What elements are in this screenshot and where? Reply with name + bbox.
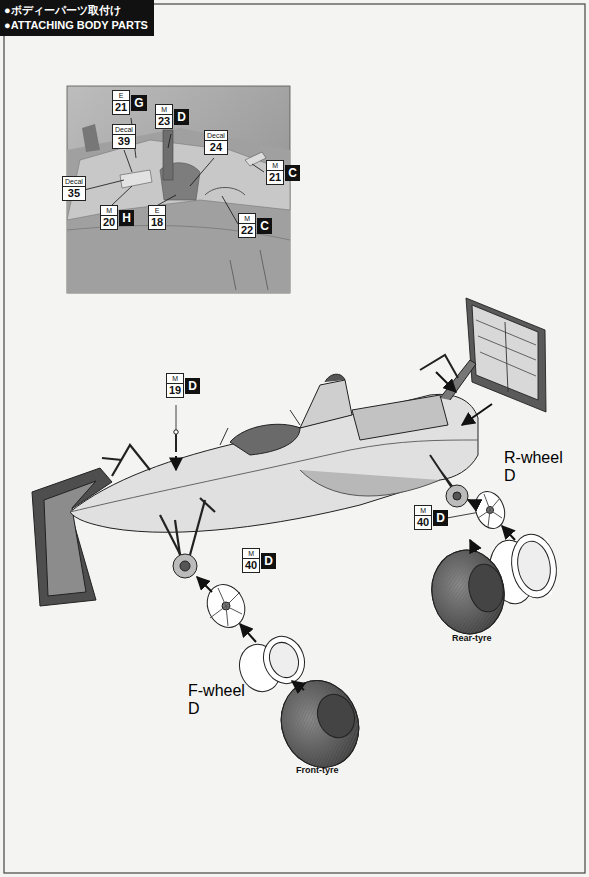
part-callout: M23D [155, 104, 189, 129]
rear-suspension [420, 355, 458, 490]
front-suspension [102, 445, 215, 558]
part-callout: R-wheelD [504, 449, 563, 485]
page-frame [4, 4, 585, 873]
part-callout: F-wheelD [188, 682, 245, 718]
sprue-letter: C [257, 218, 272, 234]
callout-box: M40 [414, 505, 432, 530]
part-number: 24 [205, 141, 227, 154]
sprue-letter: D [188, 700, 245, 718]
callout-box: M20 [100, 205, 118, 230]
part-callout: M40D [242, 548, 276, 573]
sprue-letter: C [285, 165, 300, 181]
section-header: ●ボディーパーツ取付け●ATTACHING BODY PARTS [0, 0, 154, 36]
assembly-arrows [176, 372, 515, 690]
part-code: Decal [113, 125, 135, 135]
part-code: M [267, 161, 283, 171]
part-code: Decal [205, 131, 227, 141]
rear-wing [466, 298, 546, 412]
part-number: 18 [149, 216, 165, 229]
part-code: M [243, 549, 259, 559]
part-number: 40 [415, 516, 431, 529]
pin-part [174, 430, 178, 452]
callout-box: M21 [266, 160, 284, 185]
sprue-letter: H [119, 210, 134, 226]
part-number: 40 [243, 559, 259, 572]
callout-box: M40 [242, 548, 260, 573]
part-number: 21 [113, 101, 129, 114]
sprue-letter: G [131, 95, 146, 111]
callout-box: Decal39 [112, 124, 136, 149]
callout-box: M22 [238, 213, 256, 238]
part-callout: M20H [100, 205, 134, 230]
part-code: E [149, 206, 165, 216]
callout-box: F-wheel [188, 682, 245, 700]
front-wheel-assembly [173, 554, 371, 778]
part-number: 20 [101, 216, 117, 229]
sprue-letter: D [185, 378, 200, 394]
part-code: M [156, 105, 172, 115]
part-code: F-wheel [188, 682, 245, 700]
part-code: M [167, 374, 183, 384]
part-callout: Decal39 [112, 124, 136, 149]
part-number: 19 [167, 384, 183, 397]
part-callout: M19D [166, 373, 200, 398]
part-number: 39 [113, 135, 135, 148]
callout-box: E21 [112, 90, 130, 115]
part-code: M [415, 506, 431, 516]
part-code: Decal [63, 177, 85, 187]
part-callout: E18 [148, 205, 166, 230]
callout-box: M19 [166, 373, 184, 398]
part-number: 23 [156, 115, 172, 128]
part-callout: M40D [414, 505, 448, 530]
car-body [32, 360, 478, 606]
part-code: R-wheel [504, 449, 563, 467]
part-code: M [101, 206, 117, 216]
inset-photo [67, 86, 290, 293]
part-number: 35 [63, 187, 85, 200]
callout-box: Decal24 [204, 130, 228, 155]
part-label: Rear-tyre [452, 633, 492, 643]
part-number: 22 [239, 224, 255, 237]
part-callout: Decal35 [62, 176, 86, 201]
part-number: 21 [267, 171, 283, 184]
sprue-letter: D [504, 467, 563, 485]
callout-box: E18 [148, 205, 166, 230]
part-code: M [239, 214, 255, 224]
part-callout: E21G [112, 90, 147, 115]
sprue-letter: D [261, 553, 276, 569]
part-callout: M22C [238, 213, 272, 238]
callout-box: R-wheel [504, 449, 563, 467]
rear-wheel-assembly [425, 485, 561, 640]
callout-box: Decal35 [62, 176, 86, 201]
sprue-letter: D [433, 510, 448, 526]
sprue-letter: D [174, 109, 189, 125]
callout-box: M23 [155, 104, 173, 129]
part-code: E [113, 91, 129, 101]
part-label: Front-tyre [296, 765, 339, 775]
part-callout: M21C [266, 160, 300, 185]
part-callout: Decal24 [204, 130, 228, 155]
header-text: ●ボディーパーツ取付け [4, 3, 148, 18]
header-text: ●ATTACHING BODY PARTS [4, 18, 148, 33]
